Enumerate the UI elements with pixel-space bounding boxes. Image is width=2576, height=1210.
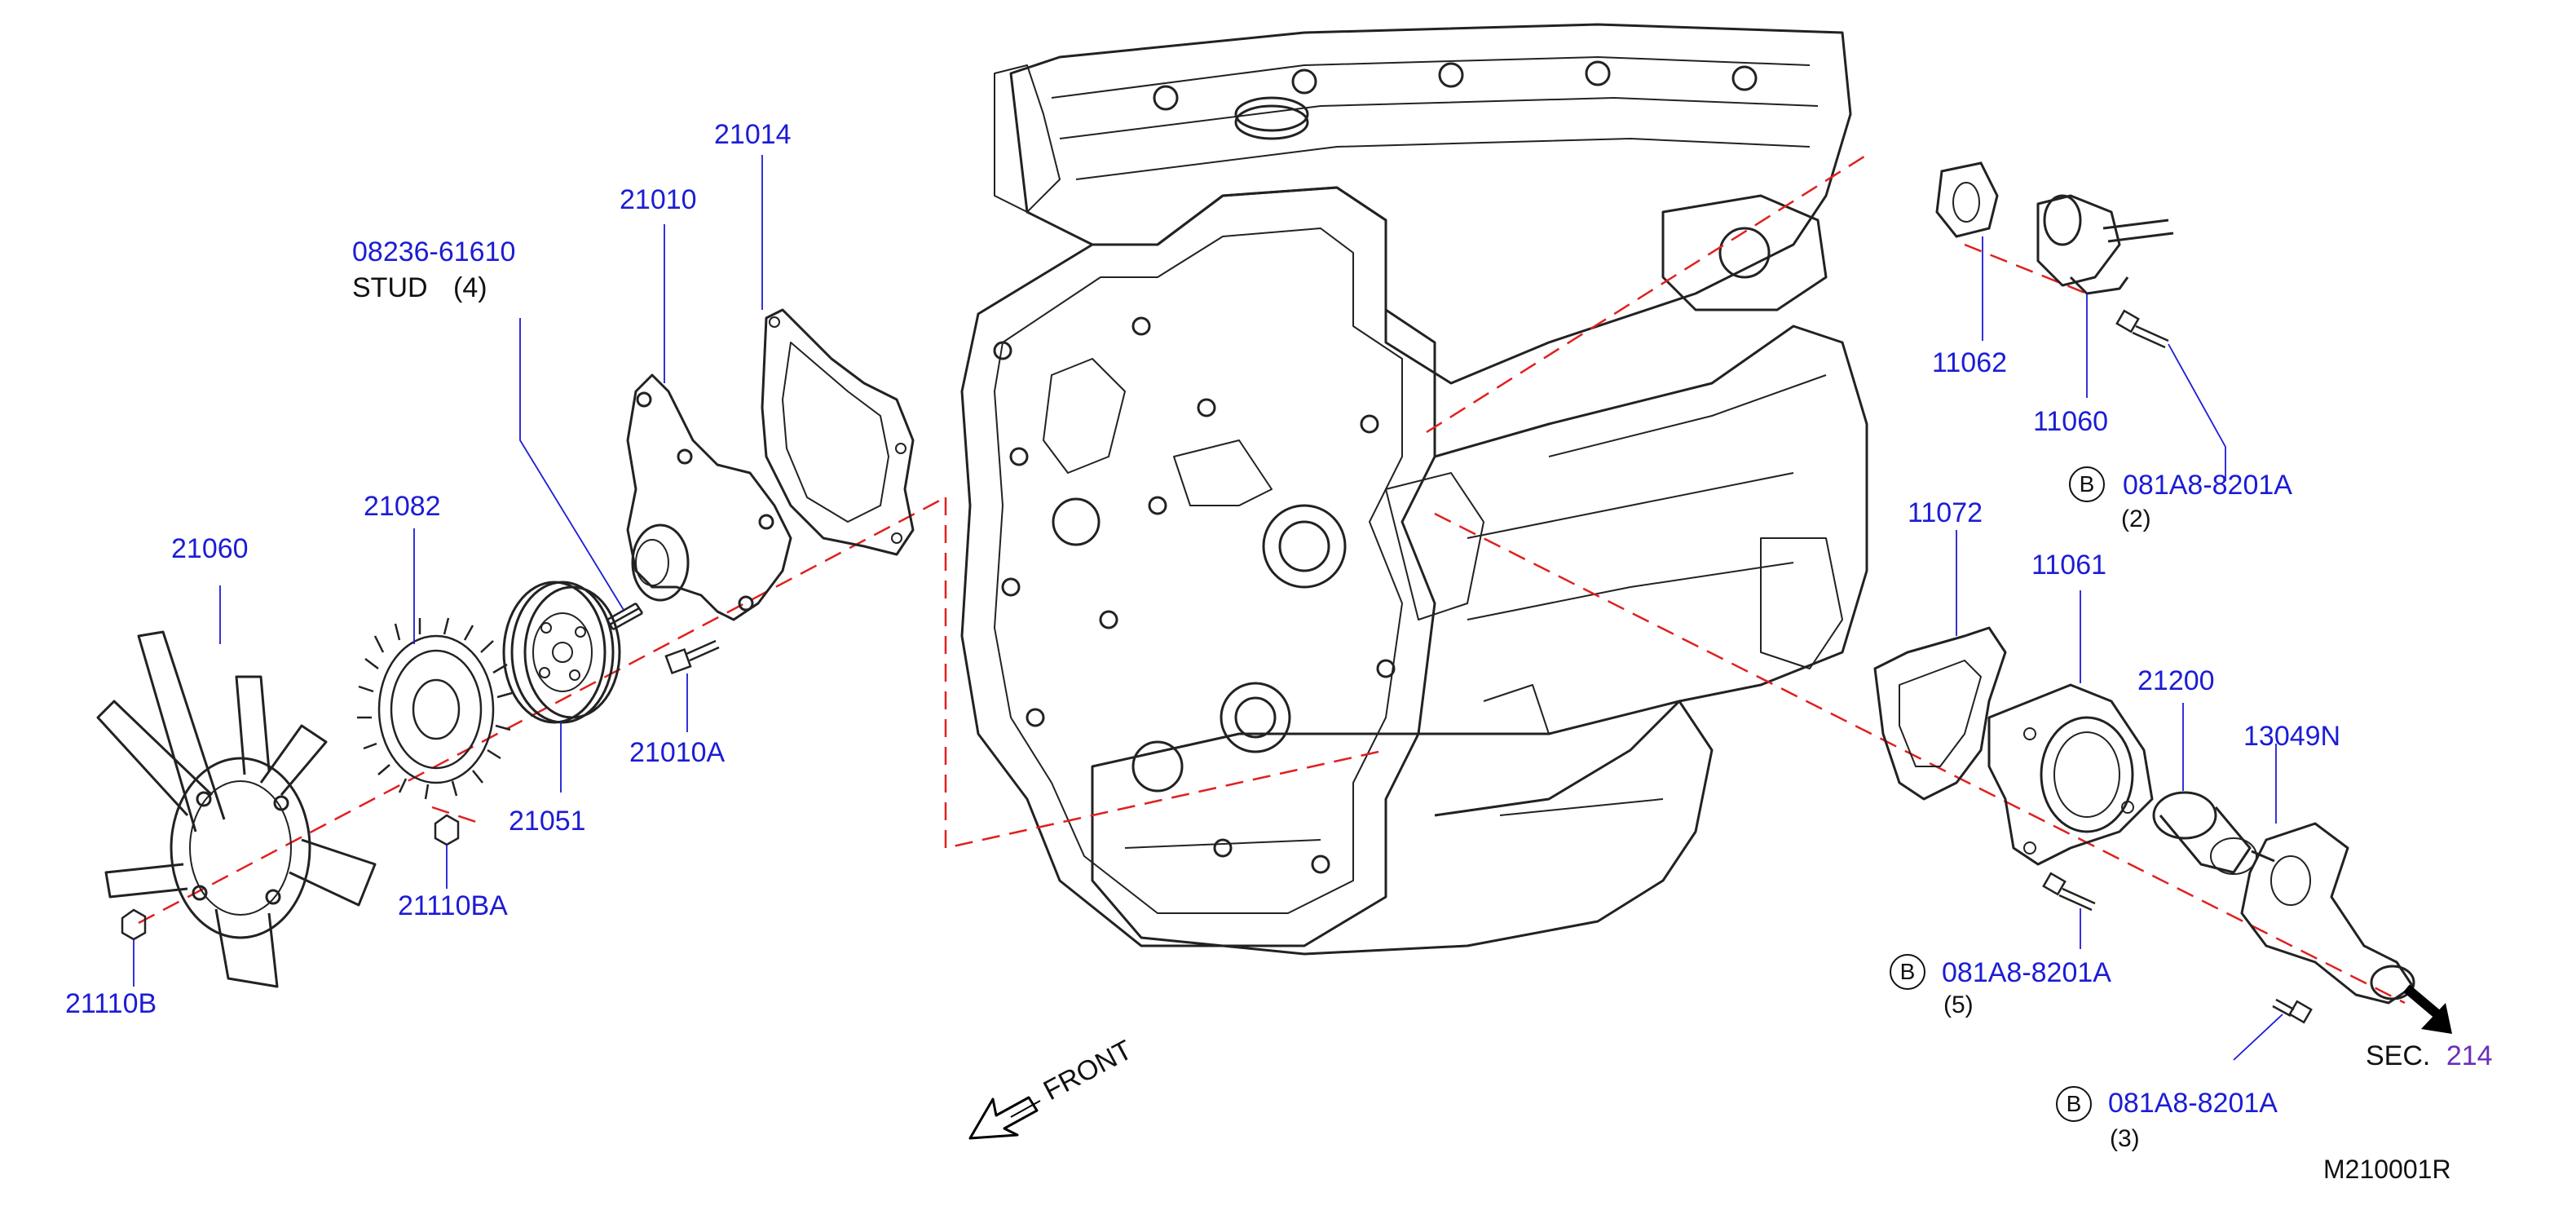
label-08236-61610: 08236-61610 (352, 236, 516, 267)
cooling-fan (96, 630, 377, 988)
sec-number-link[interactable]: 214 (2446, 1040, 2493, 1071)
leader-081a8-lower (2233, 1013, 2283, 1061)
fan-nuts (121, 814, 460, 941)
bolt-ref-b-2: B (1890, 954, 1925, 990)
label-21010: 21010 (620, 184, 697, 215)
centerline-water-pump-axis (138, 496, 946, 925)
label-21010a: 21010A (629, 737, 726, 768)
assembly-centerlines (138, 153, 2406, 1005)
label-qty-5: (5) (1943, 991, 1974, 1018)
centerline-front-drop (944, 497, 1387, 850)
leader-lines (133, 155, 2283, 1061)
gasket-11072 (1873, 626, 2007, 801)
label-qty-3: (3) (2110, 1125, 2140, 1152)
bolt-081a8-lower (2272, 998, 2313, 1024)
sec-214-arrow (2403, 984, 2452, 1034)
bolt-081a8-upper (2115, 309, 2169, 349)
centerline-fan-nut (431, 806, 482, 825)
label-081a8-8201a-3: 081A8-8201A (2108, 1088, 2278, 1119)
label-21200: 21200 (2137, 665, 2215, 696)
label-13049n: 13049N (2243, 721, 2341, 752)
gasket-11062 (1935, 161, 1999, 238)
water-pump-pulley (502, 581, 621, 724)
sec-prefix: SEC. (2366, 1040, 2431, 1071)
label-sec-214[interactable]: SEC. 214 (2366, 1042, 2493, 1070)
bolt-081a8-middle (2042, 872, 2096, 912)
water-outlet-11060 (2036, 194, 2174, 295)
leader-08236 (519, 318, 624, 611)
water-pump (626, 373, 792, 621)
label-11060: 11060 (2033, 406, 2109, 437)
label-21014: 21014 (714, 119, 792, 150)
centerline-outlet-upper (1426, 153, 1868, 434)
front-arrow (968, 1096, 1041, 1140)
front-label: FRONT (1039, 1035, 1137, 1107)
thermostat-21200 (2152, 791, 2275, 875)
label-stud: STUD (4) (352, 274, 487, 302)
leader-081a8-upper (2168, 343, 2226, 481)
stud-qty: (4) (453, 272, 487, 303)
bolt-ref-b-3: B (2056, 1086, 2092, 1122)
label-081a8-8201a-1: 081A8-8201A (2123, 470, 2292, 501)
bolt-ref-b-1: B (2069, 466, 2105, 502)
label-21051: 21051 (509, 806, 586, 837)
diagram-id: M210001R (2323, 1155, 2451, 1184)
nut-21110ba (434, 814, 460, 846)
label-081a8-8201a-2: 081A8-8201A (1942, 957, 2111, 988)
stud-text: STUD (352, 272, 428, 303)
nut-21110b (121, 908, 147, 941)
water-inlet-11061 (1987, 683, 2154, 866)
label-11062: 11062 (1932, 347, 2008, 378)
centerline-outlet-bolt-upper (1964, 243, 2088, 295)
label-21060: 21060 (171, 533, 249, 564)
thermostat-housing-13049n (2240, 822, 2415, 1005)
label-11061: 11061 (2031, 550, 2107, 581)
stud (606, 602, 644, 631)
label-21110ba: 21110BA (398, 890, 508, 921)
fan-coupling (357, 617, 513, 800)
label-21082: 21082 (364, 491, 441, 522)
label-qty-2: (2) (2121, 506, 2151, 532)
label-21110b: 21110B (65, 988, 157, 1019)
water-pump-bolt (664, 639, 720, 675)
engine-block (960, 23, 1868, 956)
label-11072: 11072 (1908, 497, 1983, 528)
water-pump-gasket (761, 308, 915, 556)
centerline-outlet-lower (1434, 512, 2406, 1005)
